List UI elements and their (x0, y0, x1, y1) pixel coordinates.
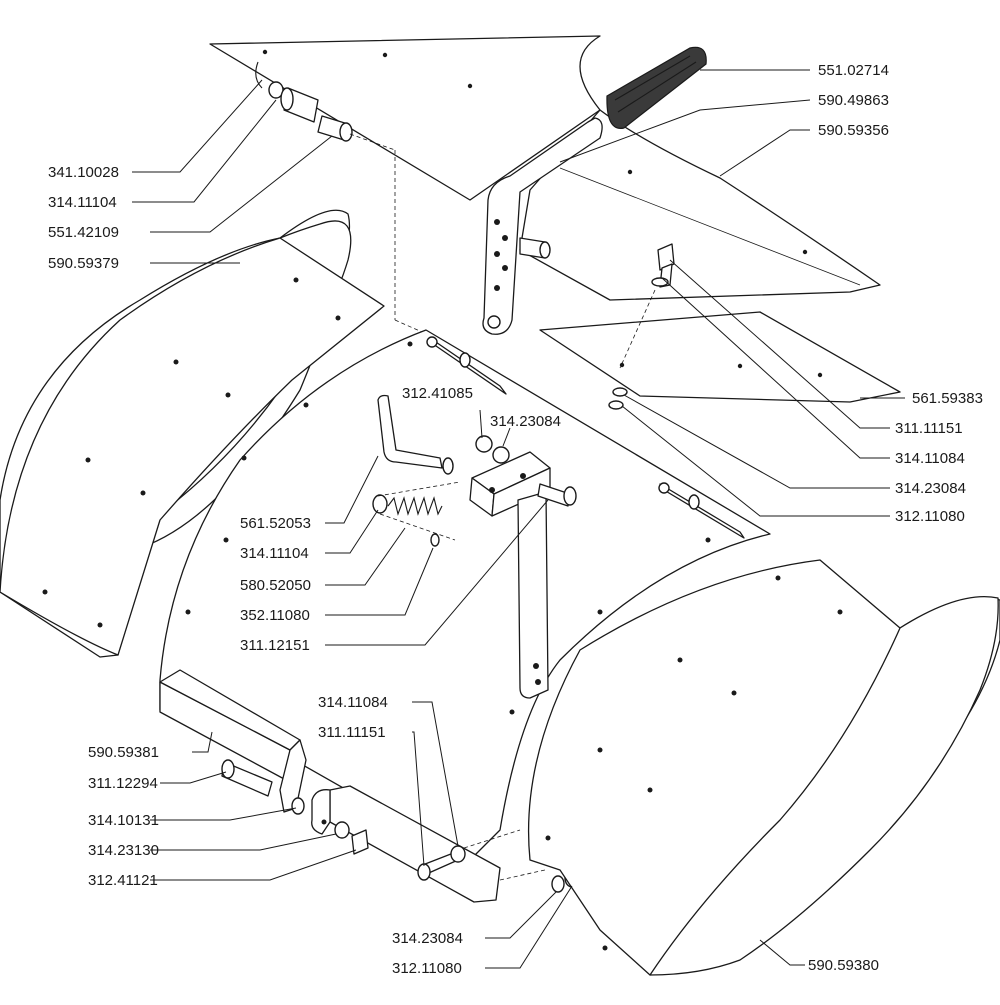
label-314-23084-right: 314.23084 (895, 480, 966, 497)
label-314-23084-bottom: 314.23084 (392, 930, 463, 947)
label-590-59381: 590.59381 (88, 744, 159, 761)
handle-grip (606, 46, 707, 129)
label-341-10028: 341.10028 (48, 164, 119, 181)
label-590-59379: 590.59379 (48, 255, 119, 272)
label-314-23084-mid: 314.23084 (490, 413, 561, 430)
label-311-11151-right: 311.11151 (895, 420, 963, 437)
label-314-11104-mid: 314.11104 (240, 545, 309, 562)
label-314-23130: 314.23130 (88, 842, 159, 859)
label-311-12151: 311.12151 (240, 637, 310, 654)
vertical-strap (517, 483, 577, 699)
pin-set-upper-left (255, 61, 441, 341)
right-upper-plate (519, 109, 881, 301)
rod-561-52053 (377, 394, 454, 475)
left-fender (0, 209, 385, 658)
label-314-11104-top: 314.11104 (48, 194, 117, 211)
label-314-11084-right: 314.11084 (895, 450, 965, 467)
label-561-52053: 561.52053 (240, 515, 311, 532)
leader-lines (132, 69, 905, 969)
label-352-11080: 352.11080 (240, 607, 310, 624)
label-312-11080-right: 312.11080 (895, 508, 965, 525)
bracket-arm (482, 117, 603, 335)
label-314-11084-bottom: 314.11084 (318, 694, 388, 711)
label-590-59380: 590.59380 (808, 957, 879, 974)
label-580-52050: 580.52050 (240, 577, 311, 594)
plate-561-59383 (539, 311, 901, 403)
bottom-bracket (159, 669, 501, 903)
label-551-02714: 551.02714 (818, 62, 889, 79)
label-311-12294: 311.12294 (88, 775, 158, 792)
label-311-11151-bottom: 311.11151 (318, 724, 386, 741)
label-312-11080-bottom: 312.11080 (392, 960, 462, 977)
label-312-41085: 312.41085 (402, 385, 473, 402)
spring-assembly (372, 481, 461, 547)
label-551-42109: 551.42109 (48, 224, 119, 241)
part-number-labels: 551.02714 590.49863 590.59356 341.10028 … (48, 62, 983, 977)
label-314-10131: 314.10131 (88, 812, 159, 829)
label-590-59356: 590.59356 (818, 122, 889, 139)
label-590-49863: 590.49863 (818, 92, 889, 109)
label-312-41121: 312.41121 (88, 872, 158, 889)
right-fender (527, 559, 1000, 976)
label-561-59383: 561.59383 (912, 390, 983, 407)
